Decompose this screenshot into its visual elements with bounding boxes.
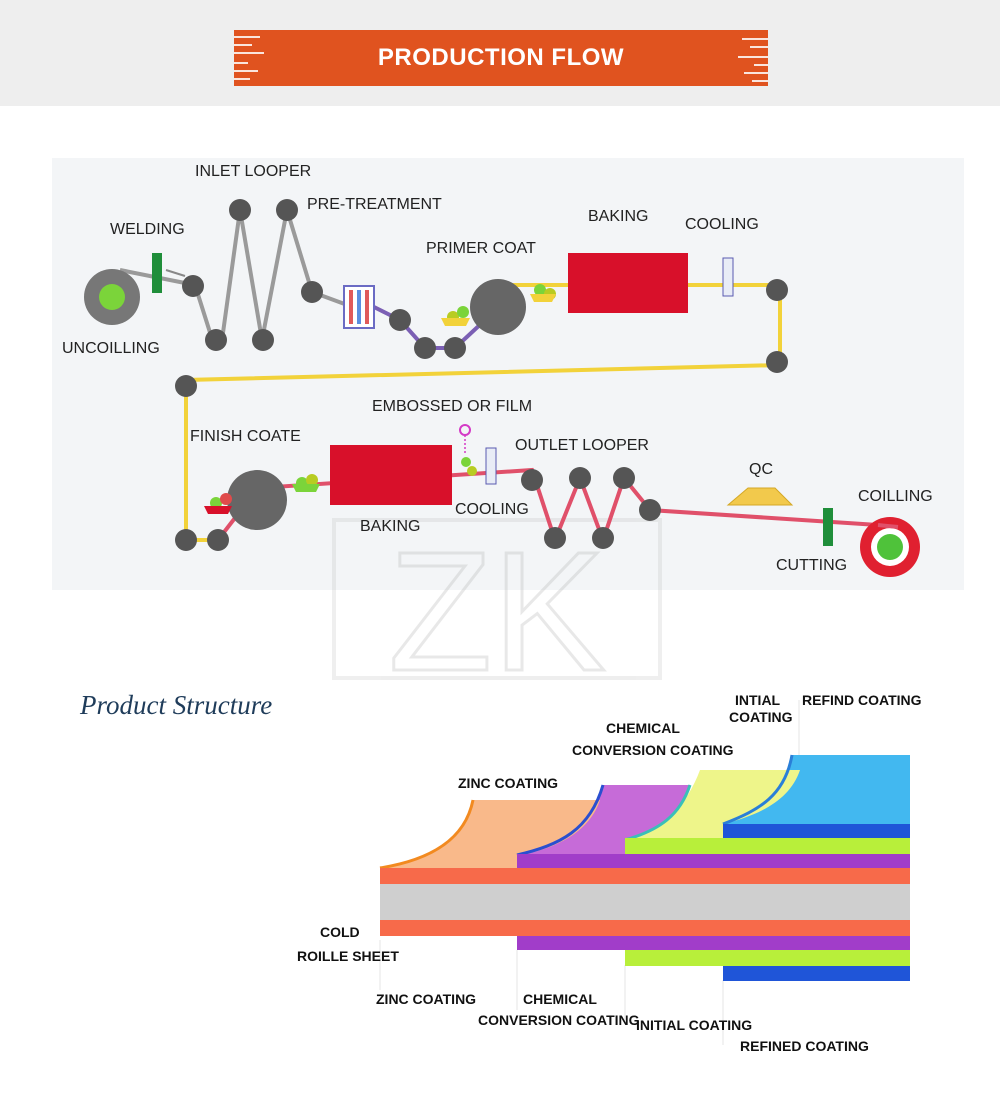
layer-chemical-top (517, 785, 910, 867)
welding-arrow-icon (165, 269, 186, 277)
product-structure-diagram: INTIAL COATING REFIND COATING CHEMICAL C… (297, 692, 922, 1054)
label-refind-coating: REFIND COATING (802, 692, 922, 708)
label-refined-coating-bottom: REFINED COATING (740, 1038, 869, 1054)
label-outlet-looper: OUTLET LOOPER (515, 437, 649, 454)
band-zinc-lower (380, 920, 910, 936)
banner-ribbon (234, 30, 768, 86)
rollers-bottom (175, 375, 661, 551)
cooling-unit-top (722, 257, 734, 297)
label-intial-coating: COATING (729, 709, 793, 725)
baking-oven-top (568, 253, 688, 313)
label-conversion-coating-top: CONVERSION COATING (572, 742, 734, 758)
product-structure-title: Product Structure (80, 690, 273, 720)
label-intial: INTIAL (735, 692, 781, 708)
band-initial-lower (625, 950, 910, 966)
label-coilling: COILLING (858, 488, 933, 505)
production-flow-diagram: ZK (52, 158, 964, 690)
rollers-top (182, 199, 788, 373)
welder (152, 253, 162, 293)
label-chemical-top: CHEMICAL (606, 720, 680, 736)
band-zinc-upper (380, 868, 910, 884)
banner-title: PRODUCTION FLOW (377, 44, 625, 71)
label-conversion-coating-bottom: CONVERSION COATING (478, 1012, 640, 1028)
baking-oven-bottom (330, 445, 452, 505)
edge-refined (722, 754, 794, 826)
layer-refined-top (723, 755, 910, 836)
cooling-unit-bottom (485, 447, 497, 485)
label-inlet-looper: INLET LOOPER (195, 163, 311, 180)
label-qc: QC (749, 461, 773, 478)
label-cooling-top: COOLING (685, 216, 759, 233)
layer-initial-top (625, 770, 910, 852)
label-zinc-coating-bottom: ZINC COATING (376, 991, 476, 1007)
label-finish-coate: FINISH COATE (190, 428, 301, 445)
edge-chemical (516, 784, 605, 857)
label-baking-bottom: BAKING (360, 518, 420, 535)
watermark: ZK (332, 516, 662, 690)
label-uncoilling: UNCOILLING (62, 340, 160, 357)
band-substrate (380, 884, 910, 920)
flow-panel (52, 158, 964, 590)
qc-inspection (726, 487, 794, 506)
cutter (823, 508, 833, 546)
edge-initial (624, 784, 692, 842)
label-zinc-coating-top: ZINC COATING (458, 775, 558, 791)
label-cold: COLD (320, 924, 360, 940)
label-roille-sheet: ROILLE SHEET (297, 948, 399, 964)
label-primer-coat: PRIMER COAT (426, 240, 536, 257)
label-cutting: CUTTING (776, 557, 847, 574)
svg-text:ZK: ZK (388, 517, 605, 690)
label-embossed-or-film: EMBOSSED OR FILM (372, 398, 532, 415)
band-refined-upper (723, 824, 910, 838)
uncoiler (84, 269, 140, 325)
band-refined-lower (723, 966, 910, 981)
label-initial-coating-bottom: INITIAL COATING (636, 1017, 752, 1033)
primer-coater (441, 279, 556, 335)
label-baking-top: BAKING (588, 208, 648, 225)
finish-coater (204, 470, 320, 530)
band-chemical-lower (517, 936, 910, 950)
label-pre-treatment: PRE-TREATMENT (307, 196, 442, 213)
emboss-film-unit (459, 424, 477, 476)
guide-lines (379, 700, 800, 1045)
label-chemical-bottom: CHEMICAL (523, 991, 597, 1007)
band-chemical-upper (517, 854, 910, 868)
edge-zinc (379, 799, 475, 870)
recoiler (860, 517, 920, 577)
label-cooling-bottom: COOLING (455, 501, 529, 518)
band-initial-upper (625, 838, 910, 854)
label-welding: WELDING (110, 221, 185, 238)
pre-treatment-tank (343, 285, 375, 329)
